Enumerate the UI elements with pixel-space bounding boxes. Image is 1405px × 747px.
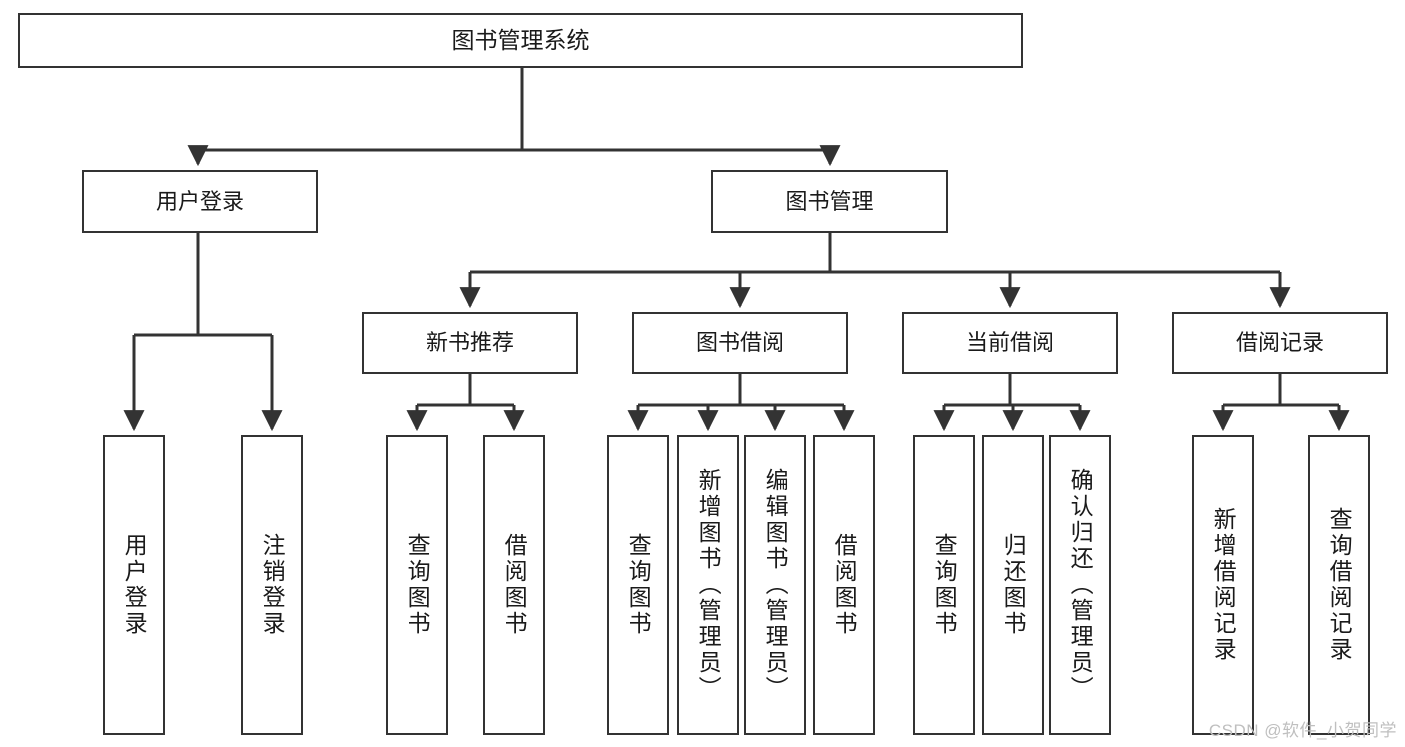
node-leaf-add-record-label: 新增借阅记录: [1210, 507, 1237, 663]
node-leaf-return-book-label: 归还图书: [1000, 533, 1027, 637]
node-leaf-add-book[interactable]: 新增图书（管理员）: [677, 435, 739, 735]
node-book-borrow-label: 图书借阅: [695, 330, 784, 356]
node-leaf-add-record[interactable]: 新增借阅记录: [1192, 435, 1254, 735]
node-leaf-user-logout-label: 注销登录: [259, 533, 286, 637]
node-leaf-query-book-2[interactable]: 查询图书: [607, 435, 669, 735]
node-leaf-confirm-return[interactable]: 确认归还（管理员）: [1049, 435, 1111, 735]
node-user-login-label: 用户登录: [155, 188, 244, 214]
node-leaf-return-book[interactable]: 归还图书: [982, 435, 1044, 735]
node-root-label: 图书管理系统: [451, 27, 590, 54]
node-leaf-confirm-return-label: 确认归还（管理员）: [1067, 468, 1094, 702]
node-borrow-record-label: 借阅记录: [1235, 330, 1324, 356]
node-leaf-query-book-3-label: 查询图书: [931, 533, 958, 637]
node-leaf-query-book-2-label: 查询图书: [625, 533, 652, 637]
node-leaf-edit-book-label: 编辑图书（管理员）: [762, 468, 789, 702]
node-leaf-user-login-label: 用户登录: [121, 533, 148, 637]
node-leaf-edit-book[interactable]: 编辑图书（管理员）: [744, 435, 806, 735]
node-leaf-borrow-book-1-label: 借阅图书: [501, 533, 528, 637]
node-new-book-recommend[interactable]: 新书推荐: [362, 312, 578, 374]
node-root[interactable]: 图书管理系统: [18, 13, 1023, 68]
node-new-book-recommend-label: 新书推荐: [425, 330, 514, 356]
node-current-borrow-label: 当前借阅: [965, 330, 1054, 356]
node-leaf-borrow-book-2-label: 借阅图书: [831, 533, 858, 637]
node-leaf-query-record[interactable]: 查询借阅记录: [1308, 435, 1370, 735]
node-book-manage-label: 图书管理: [785, 188, 874, 214]
node-leaf-user-logout[interactable]: 注销登录: [241, 435, 303, 735]
node-book-manage[interactable]: 图书管理: [711, 170, 948, 233]
node-current-borrow[interactable]: 当前借阅: [902, 312, 1118, 374]
node-leaf-query-book-3[interactable]: 查询图书: [913, 435, 975, 735]
node-leaf-user-login[interactable]: 用户登录: [103, 435, 165, 735]
node-leaf-add-book-label: 新增图书（管理员）: [695, 468, 722, 702]
node-leaf-query-book-1[interactable]: 查询图书: [386, 435, 448, 735]
node-leaf-borrow-book-2[interactable]: 借阅图书: [813, 435, 875, 735]
node-leaf-query-record-label: 查询借阅记录: [1326, 507, 1353, 663]
node-book-borrow[interactable]: 图书借阅: [632, 312, 848, 374]
node-user-login[interactable]: 用户登录: [82, 170, 318, 233]
node-leaf-query-book-1-label: 查询图书: [404, 533, 431, 637]
node-borrow-record[interactable]: 借阅记录: [1172, 312, 1388, 374]
node-leaf-borrow-book-1[interactable]: 借阅图书: [483, 435, 545, 735]
